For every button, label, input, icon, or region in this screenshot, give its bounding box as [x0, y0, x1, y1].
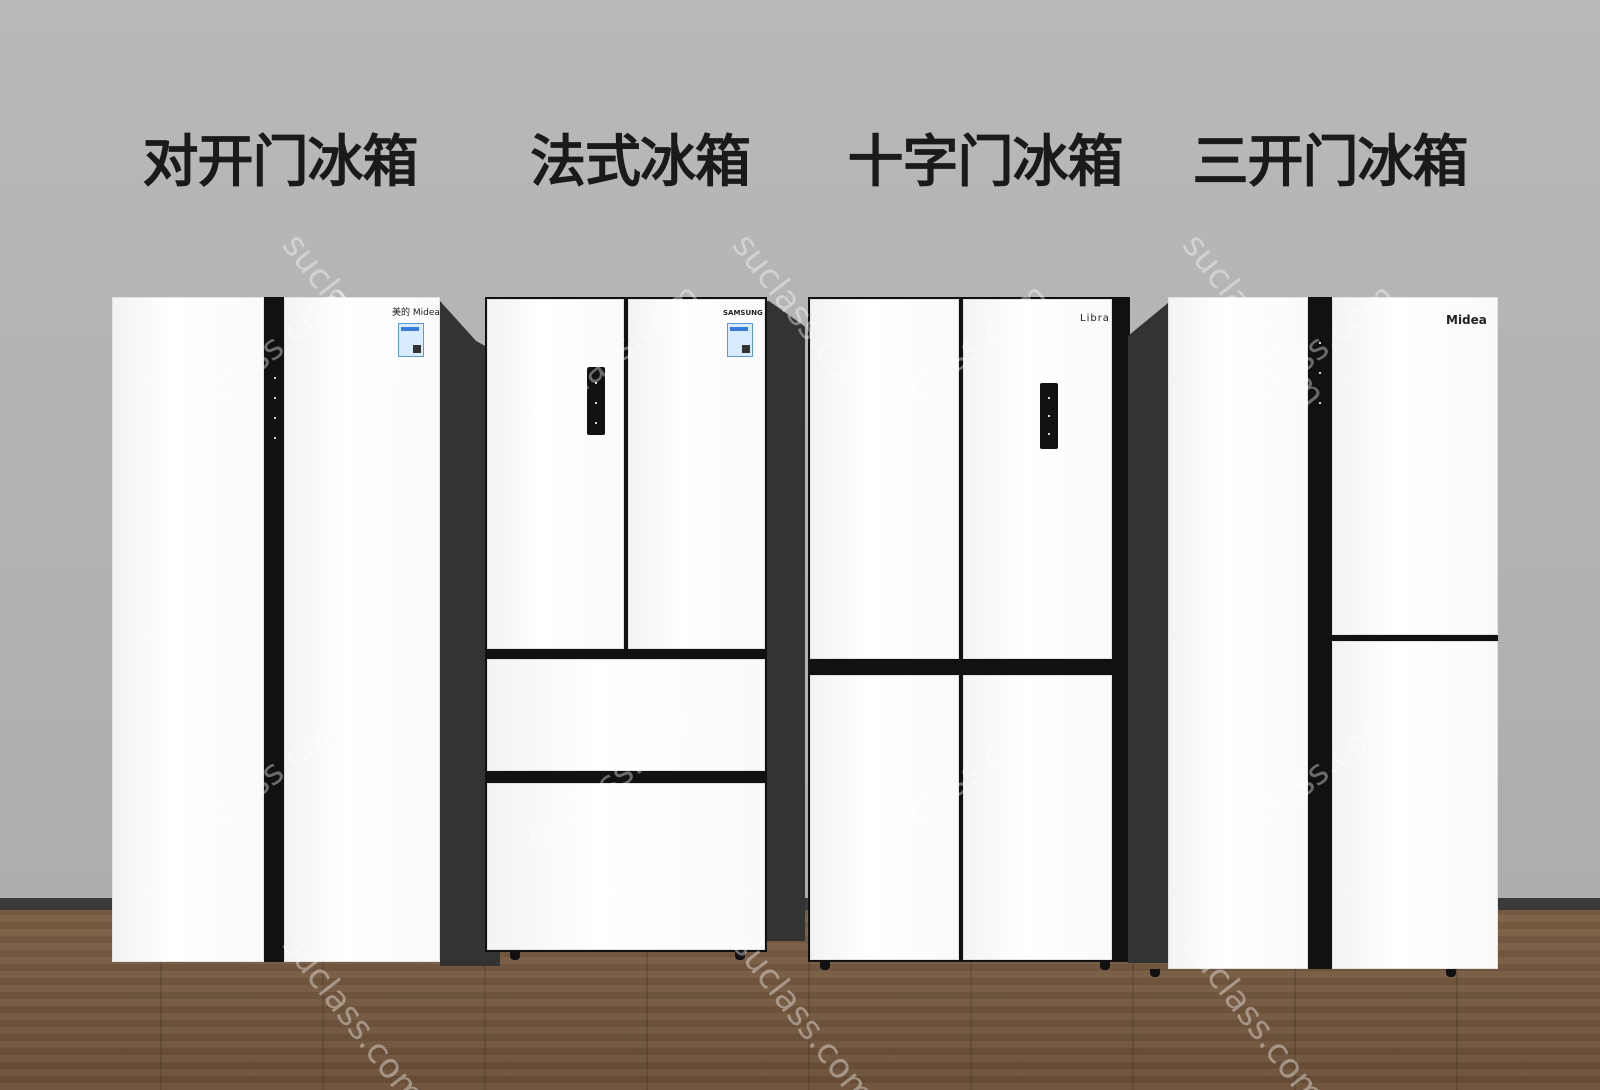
upper-right-door — [628, 299, 765, 649]
lower-left-door — [810, 675, 959, 960]
bottom-drawer — [487, 783, 765, 950]
energy-label — [398, 323, 424, 357]
title-cross-door: 十字门冰箱 — [847, 130, 1124, 195]
fridge-french-door: SAMSUNG — [485, 297, 805, 987]
brand-logo: 美的 Midea — [392, 308, 440, 318]
fridge-foot — [1100, 962, 1110, 970]
left-door — [1168, 297, 1308, 969]
display-indicator — [1048, 415, 1050, 417]
control-panel — [268, 359, 282, 469]
display-indicator — [274, 397, 276, 399]
brand-logo: Libra — [1080, 313, 1110, 324]
display-indicator — [1319, 372, 1321, 374]
middle-drawer — [487, 659, 765, 771]
upper-right-door — [1332, 297, 1498, 635]
fridge-foot — [820, 962, 830, 970]
fridge-cross-door: Libra — [808, 297, 1153, 987]
display-indicator — [595, 422, 597, 424]
brand-logo: Midea — [1446, 313, 1487, 327]
title-french-door: 法式冰箱 — [530, 130, 751, 195]
upper-left-door — [810, 299, 959, 659]
display-indicator — [274, 417, 276, 419]
upper-left-door — [487, 299, 624, 649]
display-indicator — [1319, 402, 1321, 404]
right-door — [284, 297, 440, 962]
fridge-wheel — [735, 952, 745, 960]
door-gap — [1332, 635, 1498, 641]
fridge-side-by-side: 美的 Midea — [110, 297, 500, 987]
display-indicator — [595, 382, 597, 384]
fridge-side-panel — [1128, 303, 1168, 963]
display-indicator — [274, 437, 276, 439]
left-door — [112, 297, 264, 962]
display-indicator — [595, 402, 597, 404]
display-indicator — [274, 377, 276, 379]
control-panel — [587, 367, 605, 435]
display-indicator — [1048, 433, 1050, 435]
display-indicator — [1048, 397, 1050, 399]
fridge-wheel — [510, 952, 520, 960]
lower-right-door — [1332, 641, 1498, 969]
title-side-by-side: 对开门冰箱 — [142, 130, 419, 195]
display-indicator — [1319, 342, 1321, 344]
title-three-door: 三开门冰箱 — [1192, 130, 1469, 195]
fridge-foot — [1150, 969, 1160, 977]
upper-right-door — [963, 299, 1112, 659]
brand-logo: SAMSUNG — [723, 309, 763, 317]
energy-label — [727, 323, 753, 357]
fridge-three-door: Midea — [1128, 297, 1498, 987]
control-panel — [1312, 327, 1328, 447]
lower-right-door — [963, 675, 1112, 960]
fridge-foot — [1446, 969, 1456, 977]
